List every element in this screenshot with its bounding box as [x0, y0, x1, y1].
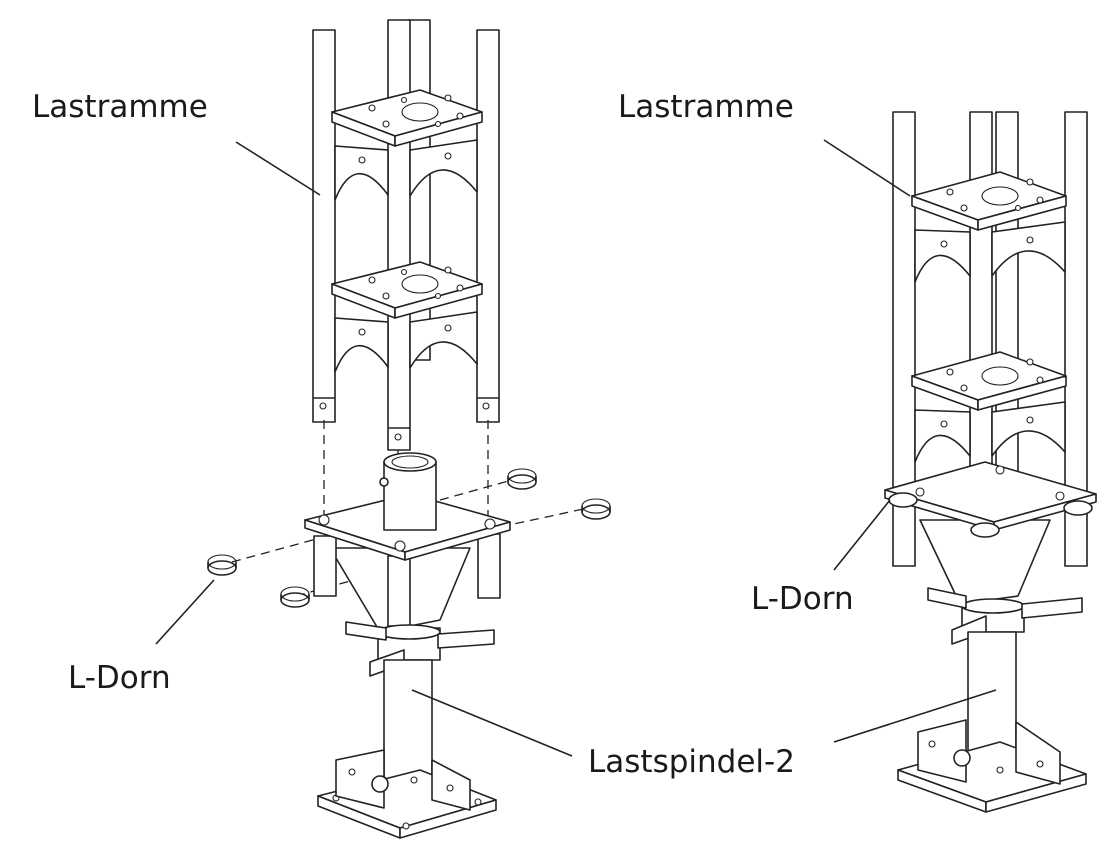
leader-lastspindel-left: [411, 689, 573, 757]
label-lastramme-left: Lastramme: [32, 89, 208, 125]
leader-l-dorn-right: [833, 499, 891, 571]
leader-lastspindel-right: [833, 689, 997, 743]
l-dorn-pin: [507, 468, 537, 490]
l-dorn-pin: [1063, 500, 1093, 516]
left-exploded-assembly: [207, 19, 611, 839]
leader-lastramme-left: [235, 141, 321, 196]
l-dorn-pin: [207, 554, 237, 576]
frame-plate-lower: [331, 261, 483, 373]
left-load-frame: [312, 19, 500, 451]
frame-tube: [387, 19, 411, 451]
frame-tube: [1064, 111, 1088, 567]
frame-tube: [476, 29, 500, 423]
frame-tube: [312, 29, 336, 423]
label-lastspindel: Lastspindel-2: [588, 744, 795, 780]
frame-plate-upper: [911, 171, 1067, 283]
l-dorn-pin: [581, 498, 611, 520]
frame-plate-lower: [911, 351, 1067, 463]
l-dorn-pin: [888, 492, 918, 508]
frame-tube: [892, 111, 916, 567]
leader-lines: [155, 139, 997, 757]
leader-lastramme-right: [823, 139, 911, 197]
left-load-spindle: [304, 452, 511, 839]
l-dorn-pins-left: [207, 468, 611, 608]
label-lastramme-right: Lastramme: [618, 89, 794, 125]
label-l-dorn-right: L-Dorn: [751, 581, 854, 617]
l-dorn-pin: [280, 586, 310, 608]
right-assembled-view: [884, 111, 1097, 813]
leader-l-dorn-left: [155, 579, 215, 645]
l-dorn-pin: [970, 522, 1000, 538]
label-l-dorn-left: L-Dorn: [68, 660, 171, 696]
frame-plate-upper: [331, 89, 483, 201]
